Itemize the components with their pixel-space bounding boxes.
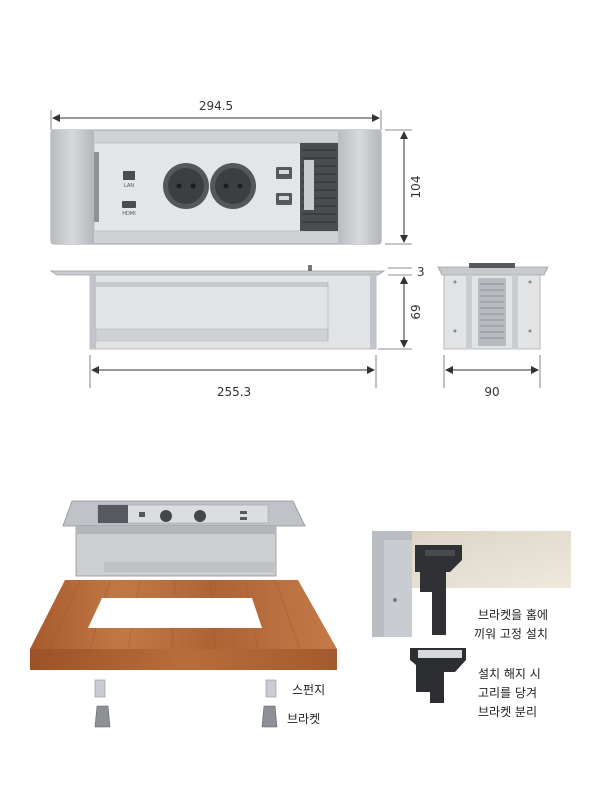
top-height-label: 104 — [409, 176, 423, 199]
installation-detail — [372, 531, 571, 637]
lan-label: LAN — [124, 183, 134, 189]
bracket-icon — [94, 705, 111, 728]
bracket-installed-icon — [415, 545, 462, 635]
lan-port-icon — [123, 171, 135, 180]
bracket-release-icon — [410, 648, 466, 703]
release-instruction-line1: 설치 해지 시 — [478, 667, 541, 681]
body-width-label: 255.3 — [217, 385, 251, 399]
power-socket-icon — [210, 163, 256, 209]
sponge-icon — [94, 679, 106, 698]
top-view: 294.5 LAN HDMI — [50, 99, 423, 245]
exploded-view — [30, 500, 337, 728]
release-instruction-line2: 고리를 당겨 — [478, 686, 538, 700]
sponge-icon — [265, 679, 277, 698]
bracket-label: 브라켓 — [287, 712, 321, 726]
usb-port-icon — [276, 193, 292, 205]
power-socket-icon — [163, 163, 209, 209]
hdmi-port-icon — [122, 201, 136, 208]
wood-panel-front — [30, 649, 337, 670]
sponge-label: 스펀지 — [292, 683, 326, 697]
front-view: 3 69 255.3 — [49, 265, 425, 399]
bracket-icon — [261, 705, 278, 728]
bracket-release-detail — [410, 648, 466, 703]
install-instruction-line1: 브라켓을 홈에 — [478, 608, 549, 622]
wood-panel-cutout — [88, 598, 262, 628]
side-width-label: 90 — [484, 385, 499, 399]
body-height-label: 69 — [409, 304, 423, 319]
release-instruction-line3: 브라켓 분리 — [478, 705, 538, 719]
usb-port-icon — [276, 167, 292, 179]
hdmi-label: HDMI — [122, 211, 135, 217]
top-width-label: 294.5 — [199, 99, 233, 113]
install-instruction-line2: 끼워 고정 설치 — [474, 627, 548, 641]
side-view: 90 — [437, 263, 549, 399]
flange-thickness-label: 3 — [417, 265, 425, 279]
